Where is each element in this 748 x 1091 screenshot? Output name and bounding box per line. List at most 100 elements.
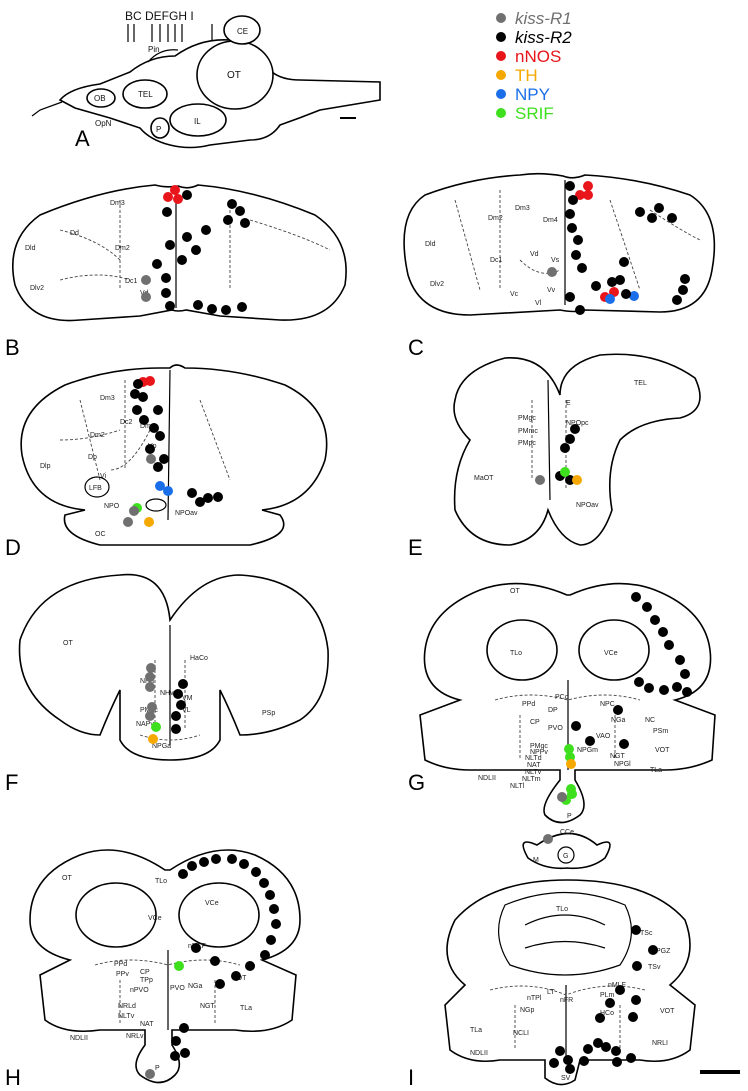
cell-marker — [605, 294, 615, 304]
olfactory-bulb — [86, 88, 116, 108]
cell-marker — [199, 857, 209, 867]
cell-marker — [567, 223, 577, 233]
region-label: NPOav — [576, 502, 599, 509]
panel-letter-i: I — [408, 1065, 414, 1090]
cell-marker — [549, 1058, 559, 1068]
cell-marker — [650, 615, 660, 625]
region-label: DP — [548, 707, 558, 714]
cell-marker — [139, 415, 149, 425]
legend-label: kiss-R2 — [515, 28, 572, 47]
cell-marker — [223, 215, 233, 225]
region-label: NLTm — [522, 776, 541, 783]
region-label: NGT — [610, 753, 626, 760]
region-label: PSp — [262, 710, 275, 717]
cell-marker — [571, 250, 581, 260]
cell-marker — [265, 890, 275, 900]
cell-marker — [191, 943, 201, 953]
cell-marker — [575, 190, 585, 200]
region-label: PSm — [653, 728, 668, 735]
panel-letter-c: C — [408, 335, 424, 360]
olfactory-nerve — [31, 101, 63, 117]
cell-marker — [648, 945, 658, 955]
cell-marker — [585, 736, 595, 746]
region-label: CCe — [560, 829, 574, 836]
legend-swatch — [496, 70, 506, 80]
cell-marker — [563, 1055, 573, 1065]
cell-marker — [667, 213, 677, 223]
cell-marker — [271, 919, 281, 929]
region-label: PMmc — [518, 428, 538, 435]
cell-marker — [151, 722, 161, 732]
region-label: Dm2 — [488, 215, 503, 222]
cell-marker — [611, 1046, 621, 1056]
panel-letter-d: D — [5, 535, 21, 560]
cell-marker — [123, 517, 133, 527]
cell-marker — [170, 1051, 180, 1061]
region-label: VOT — [660, 1008, 675, 1015]
cell-marker — [682, 687, 692, 697]
region-label: VM — [182, 695, 193, 702]
region-label: VL — [182, 707, 191, 714]
label-il: IL — [194, 117, 201, 126]
cell-marker — [240, 218, 250, 228]
cell-marker — [213, 492, 223, 502]
cell-marker — [564, 744, 574, 754]
legend-swatch — [496, 89, 506, 99]
cell-marker — [664, 640, 674, 650]
region-label: OT — [62, 875, 72, 882]
region-label: nPVO — [130, 987, 149, 994]
cell-marker — [260, 950, 270, 960]
cell-marker — [595, 1013, 605, 1023]
region-label: PVO — [170, 985, 185, 992]
cell-marker — [145, 1069, 155, 1079]
region-label: TEL — [634, 380, 647, 387]
label-p: P — [156, 125, 161, 134]
cell-marker — [193, 300, 203, 310]
region-label: HaCo — [190, 655, 208, 662]
cell-marker — [171, 724, 181, 734]
region-label: TLa — [240, 1005, 252, 1012]
region-label: NLTv — [118, 1013, 135, 1020]
region-label: NPC — [600, 701, 615, 708]
region-label: G — [563, 853, 568, 860]
region-label: nMLF — [608, 982, 626, 989]
cell-marker — [568, 195, 578, 205]
cell-marker — [141, 292, 151, 302]
panel-letter-h: H — [5, 1065, 21, 1090]
cell-marker — [591, 281, 601, 291]
region-label: Dld — [425, 241, 436, 248]
region-label: NAT — [140, 1021, 154, 1028]
cell-marker — [672, 682, 682, 692]
cell-marker — [149, 423, 159, 433]
label-pin: Pin — [148, 45, 160, 54]
legend-label: SRIF — [515, 104, 554, 123]
region-label: PMgc — [530, 743, 548, 750]
cell-marker — [141, 275, 151, 285]
cell-marker — [132, 405, 142, 415]
cell-marker — [145, 711, 155, 721]
legend-swatch — [496, 32, 506, 42]
cell-marker — [211, 854, 221, 864]
region-label: NDLII — [70, 1035, 88, 1042]
cell-marker — [231, 971, 241, 981]
region-label: NLTl — [510, 783, 525, 790]
region-label: NC — [645, 717, 655, 724]
legend-label: NPY — [515, 85, 550, 104]
section-markers — [127, 24, 213, 42]
cell-marker — [543, 834, 553, 844]
cell-marker — [146, 454, 156, 464]
legend-swatch — [496, 51, 506, 61]
cell-marker — [161, 288, 171, 298]
cell-marker — [266, 935, 276, 945]
cell-marker — [573, 235, 583, 245]
region-label: OC — [95, 531, 106, 538]
label-opn: OpN — [95, 119, 112, 128]
region-label: NHv — [160, 690, 174, 697]
cell-marker — [182, 190, 192, 200]
cell-marker — [152, 259, 162, 269]
